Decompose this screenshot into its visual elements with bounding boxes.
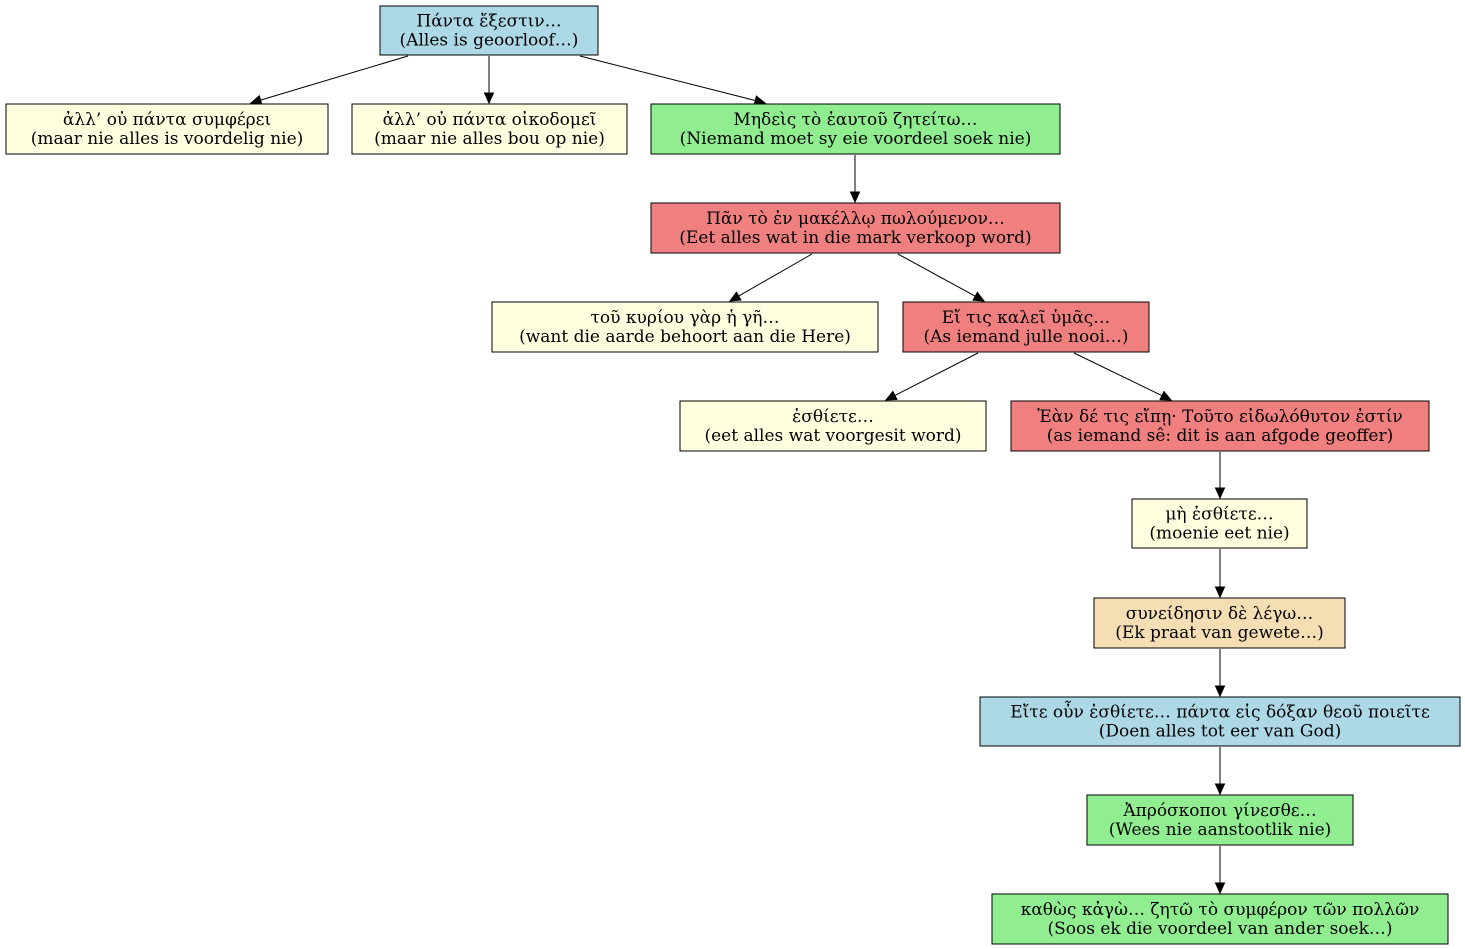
node-n3: Μηδεὶς τὸ ἑαυτοῦ ζητείτω…(Niemand moet s… (650, 103, 1061, 155)
node-translation-text: (want die aarde behoort aan die Here) (519, 327, 851, 347)
node-n6: Εἴ τις καλεῖ ὑμᾶς…(As iemand julle nooi…… (902, 301, 1150, 353)
node-n11: Εἴτε οὖν ἐσθίετε… πάντα εἰς δόξαν θεοῦ π… (979, 696, 1461, 747)
node-greek-text: Μηδεὶς τὸ ἑαυτοῦ ζητείτω… (733, 110, 977, 130)
node-n12: Ἀπρόσκοποι γίνεσθε…(Wees nie aanstootlik… (1086, 794, 1354, 846)
node-translation-text: (Wees nie aanstootlik nie) (1109, 820, 1332, 840)
node-translation-text: (Eet alles wat in die mark verkoop word) (679, 228, 1031, 248)
arrowhead-n8-n9 (1214, 487, 1226, 500)
node-n13: καθὼς κἀγὼ… ζητῶ τὸ συμφέρον τῶν πολλῶν(… (991, 893, 1449, 945)
arrowhead-n10-n11 (1214, 685, 1226, 698)
node-translation-text: (Soos ek die voordeel van ander soek…) (1047, 919, 1392, 939)
node-n7: ἐσθίετε…(eet alles wat voorgesit word) (679, 400, 987, 452)
node-translation-text: (eet alles wat voorgesit word) (704, 426, 961, 446)
node-n1: ἀλλ’ οὐ πάντα συμφέρει(maar nie alles is… (5, 103, 329, 155)
node-box (1093, 597, 1346, 649)
node-greek-text: Ἐὰν δέ τις εἴπῃ· Τοῦτο εἰδωλόθυτον ἐστίν (1037, 407, 1402, 427)
node-box (1010, 400, 1430, 452)
node-greek-text: Εἴτε οὖν ἐσθίετε… πάντα εἰς δόξαν θεοῦ π… (1010, 701, 1430, 723)
arrowhead-n3-n4 (849, 191, 861, 204)
arrowhead-n0-n2 (483, 92, 495, 105)
node-greek-text: Πᾶν τὸ ἐν μακέλλῳ πωλούμενον… (706, 209, 1005, 229)
arrowhead-n11-n12 (1214, 783, 1226, 796)
node-n2: ἀλλ’ οὐ πάντα οἰκοδομεῖ(maar nie alles b… (351, 103, 628, 155)
node-greek-text: μὴ ἐσθίετε… (1165, 505, 1273, 525)
node-n4: Πᾶν τὸ ἐν μακέλλῳ πωλούμενον…(Eet alles … (650, 202, 1061, 254)
node-n9: μὴ ἐσθίετε…(moenie eet nie) (1131, 498, 1308, 549)
edge-n0-n3 (579, 55, 756, 102)
node-greek-text: ἀλλ’ οὐ πάντα οἰκοδομεῖ (383, 110, 597, 130)
node-translation-text: (Alles is geoorloof…) (400, 31, 579, 51)
node-box (5, 103, 329, 155)
node-box (679, 400, 987, 452)
node-n8: Ἐὰν δέ τις εἴπῃ· Τοῦτο εἰδωλόθυτον ἐστίν… (1010, 400, 1430, 452)
arrowhead-n4-n5 (728, 291, 742, 302)
arrowhead-n6-n7 (884, 390, 898, 401)
node-translation-text: (Niemand moet sy eie voordeel soek nie) (680, 129, 1032, 149)
edges-layer (249, 55, 1226, 895)
node-box (650, 103, 1061, 155)
node-translation-text: (as iemand sê: dit is aan afgode geoffer… (1047, 426, 1394, 446)
edge-n4-n5 (738, 253, 813, 297)
node-box (991, 893, 1449, 945)
node-greek-text: συνείδησιν δὲ λέγω… (1126, 604, 1314, 624)
arrowhead-n12-n13 (1214, 882, 1226, 895)
node-box (379, 5, 599, 56)
node-greek-text: ἐσθίετε… (792, 407, 874, 427)
edge-n6-n8 (1073, 352, 1163, 397)
node-greek-text: ἀλλ’ οὐ πάντα συμφέρει (63, 110, 271, 130)
arrowhead-n0-n1 (249, 94, 263, 106)
node-box (650, 202, 1061, 254)
node-box (351, 103, 628, 155)
node-box (1131, 498, 1308, 549)
node-box (979, 696, 1461, 747)
node-n0: Πάντα ἔξεστιν…(Alles is geoorloof…) (379, 5, 599, 56)
edge-n6-n7 (894, 352, 979, 396)
node-greek-text: Ἀπρόσκοποι γίνεσθε… (1122, 801, 1316, 821)
node-translation-text: (moenie eet nie) (1149, 524, 1289, 544)
node-greek-text: τοῦ κυρίου γὰρ ἡ γῆ… (591, 308, 780, 328)
node-greek-text: Εἴ τις καλεῖ ὑμᾶς… (942, 308, 1111, 328)
nodes-layer: Πάντα ἔξεστιν…(Alles is geoorloof…) ἀλλ’ … (5, 5, 1461, 945)
node-greek-text: Πάντα ἔξεστιν… (416, 12, 561, 32)
arrowhead-n4-n6 (972, 291, 986, 302)
node-greek-text: καθὼς κἀγὼ… ζητῶ τὸ συμφέρον τῶν πολλῶν (1021, 900, 1420, 920)
node-box (491, 301, 879, 353)
node-box (1086, 794, 1354, 846)
node-n10: συνείδησιν δὲ λέγω…(Ek praat van gewete…… (1093, 597, 1346, 649)
node-translation-text: (maar nie alles bou op nie) (374, 129, 605, 149)
arrowhead-n9-n10 (1214, 586, 1226, 599)
node-translation-text: (maar nie alles is voordelig nie) (31, 129, 304, 149)
node-box (902, 301, 1150, 353)
arrowhead-n6-n8 (1159, 390, 1173, 401)
edge-n4-n6 (897, 253, 976, 297)
edge-n0-n1 (260, 55, 409, 101)
node-translation-text: (Doen alles tot eer van God) (1099, 722, 1341, 742)
node-translation-text: (As iemand julle nooi…) (923, 327, 1128, 347)
node-n5: τοῦ κυρίου γὰρ ἡ γῆ…(want die aarde beho… (491, 301, 879, 353)
node-translation-text: (Ek praat van gewete…) (1115, 623, 1323, 643)
